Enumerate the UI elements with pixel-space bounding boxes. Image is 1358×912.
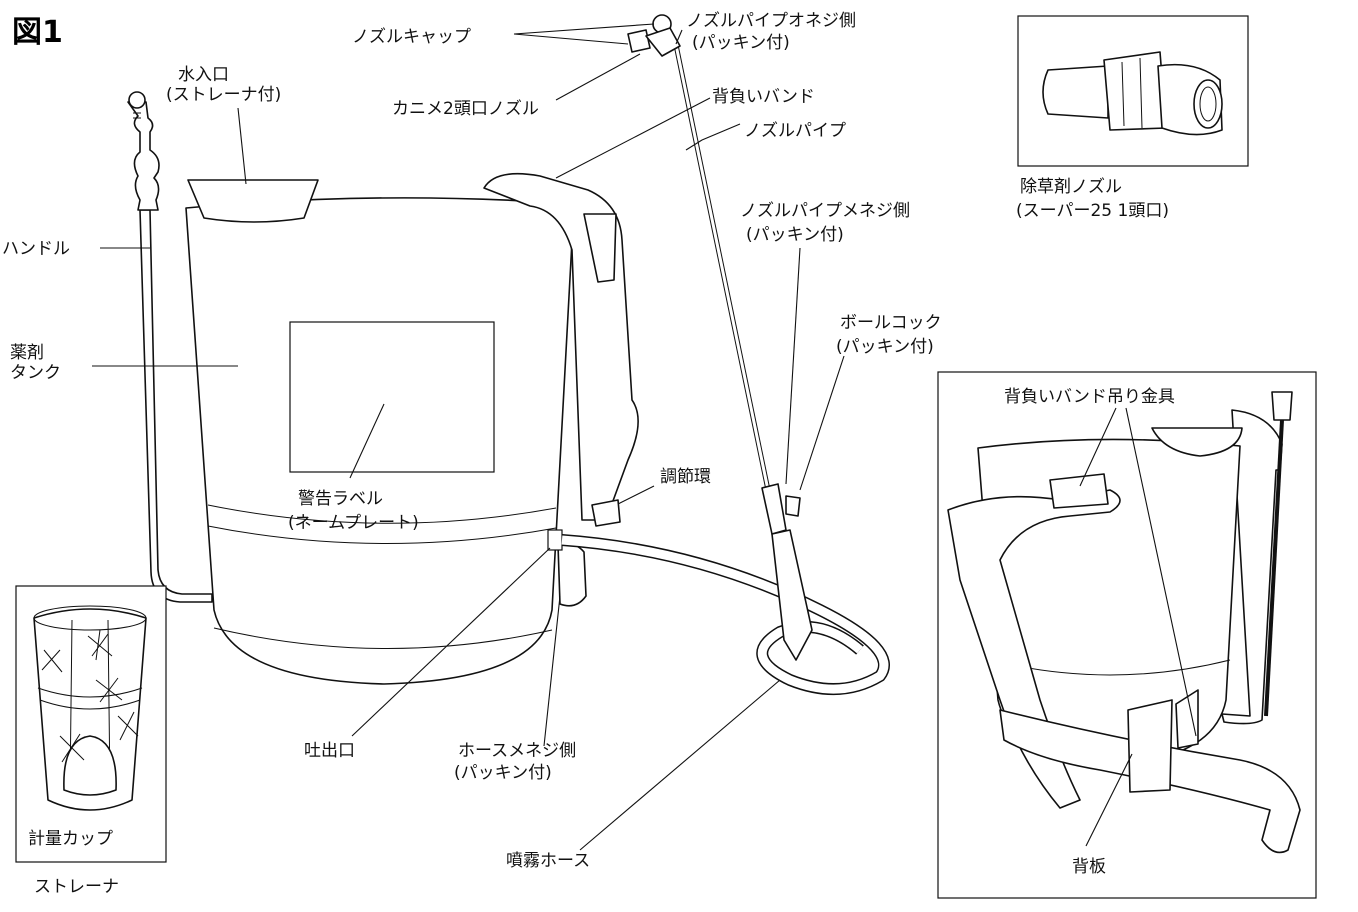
label-water-inlet-1: 水入口	[178, 65, 229, 85]
nozzle-cap-b	[627, 29, 651, 53]
label-nozzle-cap: ノズルキャップ	[352, 27, 471, 47]
label-herbicide-1: 除草剤ノズル	[1020, 177, 1122, 197]
label-tank-1: 薬剤	[10, 343, 44, 363]
label-tank-2: タンク	[10, 363, 61, 383]
label-outlet: 吐出口	[304, 741, 355, 761]
sprayer-illustration	[127, 14, 890, 695]
label-hose-female-1: ホースメネジ側	[458, 741, 576, 761]
pipe-female-joint	[761, 483, 787, 535]
label-warning-1: 警告ラベル	[298, 489, 383, 509]
handle-grip	[127, 101, 160, 211]
label-kanime-nozzle: カニメ2頭口ノズル	[392, 99, 539, 119]
measuring-cup-shape	[63, 735, 117, 796]
back-plate-shape	[1127, 699, 1173, 793]
label-strap: 背負いバンド	[712, 87, 815, 107]
label-warning-2: (ネームプレート)	[288, 513, 419, 533]
warning-plate	[289, 321, 495, 473]
outlet-fitting	[547, 529, 563, 551]
leader-lines	[92, 23, 1197, 851]
herbicide-nozzle-drawing	[1042, 51, 1223, 136]
adjust-ring	[591, 499, 621, 527]
label-pipe-female-1: ノズルパイプメネジ側	[740, 201, 910, 221]
label-ball-cock-2: (パッキン付)	[836, 337, 934, 357]
label-adjust-ring: 調節環	[660, 467, 711, 487]
strap-hanger-fitting	[1049, 473, 1109, 509]
label-herbicide-2: (スーパー25 1頭口)	[1016, 201, 1169, 221]
water-inlet-cup	[187, 179, 319, 223]
back-view-drawing	[947, 391, 1301, 854]
ball-cock	[785, 495, 801, 517]
figure-title: 図1	[12, 15, 63, 50]
label-pipe-female-2: (パッキン付)	[746, 225, 844, 245]
label-pipe-male-2: (パッキン付)	[692, 33, 790, 53]
label-measuring-cup: 計量カップ	[28, 829, 113, 849]
label-back-plate: 背板	[1072, 857, 1106, 877]
label-strap-hanger: 背負いバンド吊り金具	[1004, 387, 1175, 407]
strainer-drawing	[33, 605, 147, 811]
nozzle-head	[645, 27, 681, 57]
label-pipe-male-1: ノズルパイプオネジ側	[686, 11, 856, 31]
label-ball-cock-1: ボールコック	[840, 313, 942, 333]
label-hose-female-2: (パッキン付)	[454, 763, 552, 783]
label-strainer: ストレーナ	[34, 877, 119, 897]
label-spray-hose: 噴霧ホース	[506, 851, 590, 871]
label-handle: ハンドル	[2, 239, 70, 259]
label-water-inlet-2: (ストレーナ付)	[166, 85, 281, 105]
lance-grip	[771, 529, 813, 661]
label-nozzle-pipe: ノズルパイプ	[744, 121, 846, 141]
